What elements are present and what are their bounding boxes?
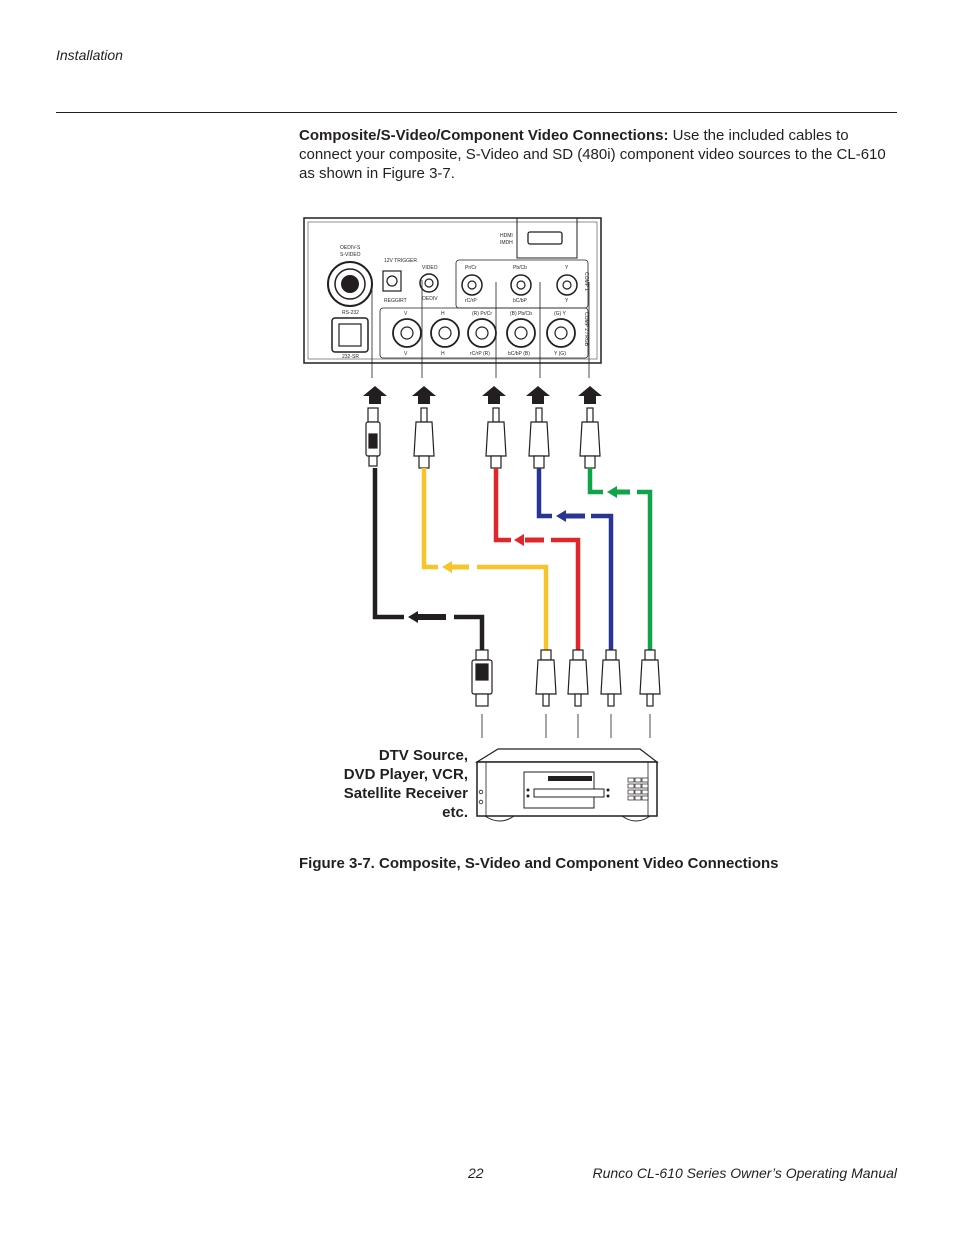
comp2-h-label-mirror: H bbox=[441, 351, 445, 357]
pr-cable bbox=[551, 537, 581, 652]
source-label-line-4: etc. bbox=[442, 804, 468, 821]
header-rule bbox=[56, 112, 897, 113]
up-arrow-icon bbox=[482, 386, 506, 404]
up-arrow-icon bbox=[412, 386, 436, 404]
comp2-h-jack-icon bbox=[430, 318, 460, 348]
manual-title: Runco CL-610 Series Owner’s Operating Ma… bbox=[592, 1165, 897, 1181]
diagram-svg: HDMI IMDH OEDIV-S S-VIDEO 12V TRIGGER RE… bbox=[303, 217, 661, 822]
comp1-y-label-mirror: Y bbox=[565, 298, 569, 304]
y-plug-top bbox=[579, 407, 601, 469]
comp2-v-label-mirror: V bbox=[404, 351, 408, 357]
source-leader-lines bbox=[481, 714, 651, 738]
svideo-plug-bottom bbox=[471, 649, 493, 707]
intro-heading: Composite/S-Video/Component Video Connec… bbox=[299, 127, 669, 144]
video-label-mirror: OEDIV bbox=[422, 296, 438, 302]
intro-paragraph: Composite/S-Video/Component Video Connec… bbox=[299, 126, 899, 183]
leader-lines bbox=[371, 280, 590, 378]
pb-cable bbox=[536, 468, 552, 519]
up-arrow-icon bbox=[526, 386, 550, 404]
video-label: VIDEO bbox=[422, 265, 438, 271]
comp2-v-label: V bbox=[404, 311, 408, 317]
source-label-line-1: DTV Source, bbox=[378, 747, 468, 764]
composite-plug-bottom bbox=[535, 649, 557, 707]
rs232-label-mirror: 232-SR bbox=[342, 354, 359, 360]
svideo-label: S-VIDEO bbox=[340, 252, 361, 258]
source-label-line-3: Satellite Receiver bbox=[343, 785, 468, 802]
comp2-rpr-label-mirror: rC/rP (R) bbox=[470, 351, 490, 357]
comp2-rpr-label: (R) Pr/Cr bbox=[472, 311, 492, 317]
hdmi-label: HDMI bbox=[500, 233, 513, 239]
y-cable bbox=[587, 468, 603, 495]
svideo-cable bbox=[372, 468, 404, 620]
comp1-pb-jack-icon bbox=[510, 274, 532, 296]
comp1-pr-label-mirror: rC/rP bbox=[465, 298, 477, 304]
pr-cable bbox=[493, 468, 511, 543]
figure-caption: Figure 3-7. Composite, S-Video and Compo… bbox=[299, 855, 779, 872]
rs232-port-icon bbox=[331, 317, 369, 353]
source-device-label: DTV Source, DVD Player, VCR, Satellite R… bbox=[326, 746, 468, 822]
pb-plug-bottom bbox=[600, 649, 622, 707]
cables bbox=[372, 468, 653, 652]
pr-plug-bottom bbox=[567, 649, 589, 707]
hdmi-port-icon bbox=[527, 231, 563, 245]
composite-plug-top bbox=[413, 407, 435, 469]
source-end-plugs bbox=[471, 649, 661, 707]
trigger-jack-icon bbox=[382, 270, 402, 292]
composite-cable bbox=[477, 564, 549, 652]
source-label-line-2: DVD Player, VCR, bbox=[343, 766, 468, 783]
up-arrow-icon bbox=[578, 386, 602, 404]
comp2-g-jack-icon bbox=[546, 318, 576, 348]
running-header: Installation bbox=[56, 47, 123, 63]
up-arrows bbox=[363, 386, 602, 404]
svideo-cable bbox=[454, 614, 485, 652]
dvd-player-icon bbox=[474, 748, 659, 822]
comp1-pb-label-mirror: bC/bP bbox=[513, 298, 528, 304]
comp1-pb-label: Pb/Cb bbox=[513, 265, 527, 271]
pb-plug-top bbox=[528, 407, 550, 469]
projector-rear-panel: HDMI IMDH OEDIV-S S-VIDEO 12V TRIGGER RE… bbox=[303, 217, 602, 364]
comp1-y-label: Y bbox=[565, 265, 569, 271]
connection-diagram: HDMI IMDH OEDIV-S S-VIDEO 12V TRIGGER RE… bbox=[300, 212, 680, 832]
up-arrow-icon bbox=[363, 386, 387, 404]
projector-end-plugs bbox=[365, 407, 601, 469]
page-number: 22 bbox=[468, 1165, 484, 1181]
hdmi-label-mirror: IMDH bbox=[500, 240, 513, 246]
pr-plug-top bbox=[485, 407, 507, 469]
comp1-pr-label: Pr/Cr bbox=[465, 265, 477, 271]
composite-cable bbox=[421, 468, 438, 570]
svideo-plug-top bbox=[365, 407, 381, 467]
trigger-label-mirror: REGGIRT bbox=[384, 298, 407, 304]
comp2-b-jack-icon bbox=[506, 318, 536, 348]
y-plug-bottom bbox=[639, 649, 661, 707]
comp1-pr-jack-icon bbox=[461, 274, 483, 296]
comp2-v-jack-icon bbox=[392, 318, 422, 348]
pb-cable bbox=[591, 513, 614, 652]
svideo-label-top: OEDIV-S bbox=[340, 245, 361, 251]
comp2-bpb-label: (B) Pb/Cb bbox=[510, 311, 532, 317]
y-cable bbox=[637, 489, 653, 652]
intro-body: Use the included cables to connect your … bbox=[299, 127, 886, 182]
trigger-label: 12V TRIGGER bbox=[384, 258, 417, 264]
rs232-label: RS-232 bbox=[342, 310, 359, 316]
comp1-label: COMP 1 bbox=[583, 272, 589, 291]
comp2-gy-label: (G) Y bbox=[554, 311, 567, 317]
comp2-label: COMP 2 / RGB bbox=[583, 312, 589, 347]
comp1-y-jack-icon bbox=[556, 274, 578, 296]
comp2-gy-label-mirror: Y (G) bbox=[554, 351, 566, 357]
comp2-bpb-label-mirror: bC/bP (B) bbox=[508, 351, 530, 357]
video-jack-icon bbox=[419, 273, 439, 293]
comp2-h-label: H bbox=[441, 311, 445, 317]
